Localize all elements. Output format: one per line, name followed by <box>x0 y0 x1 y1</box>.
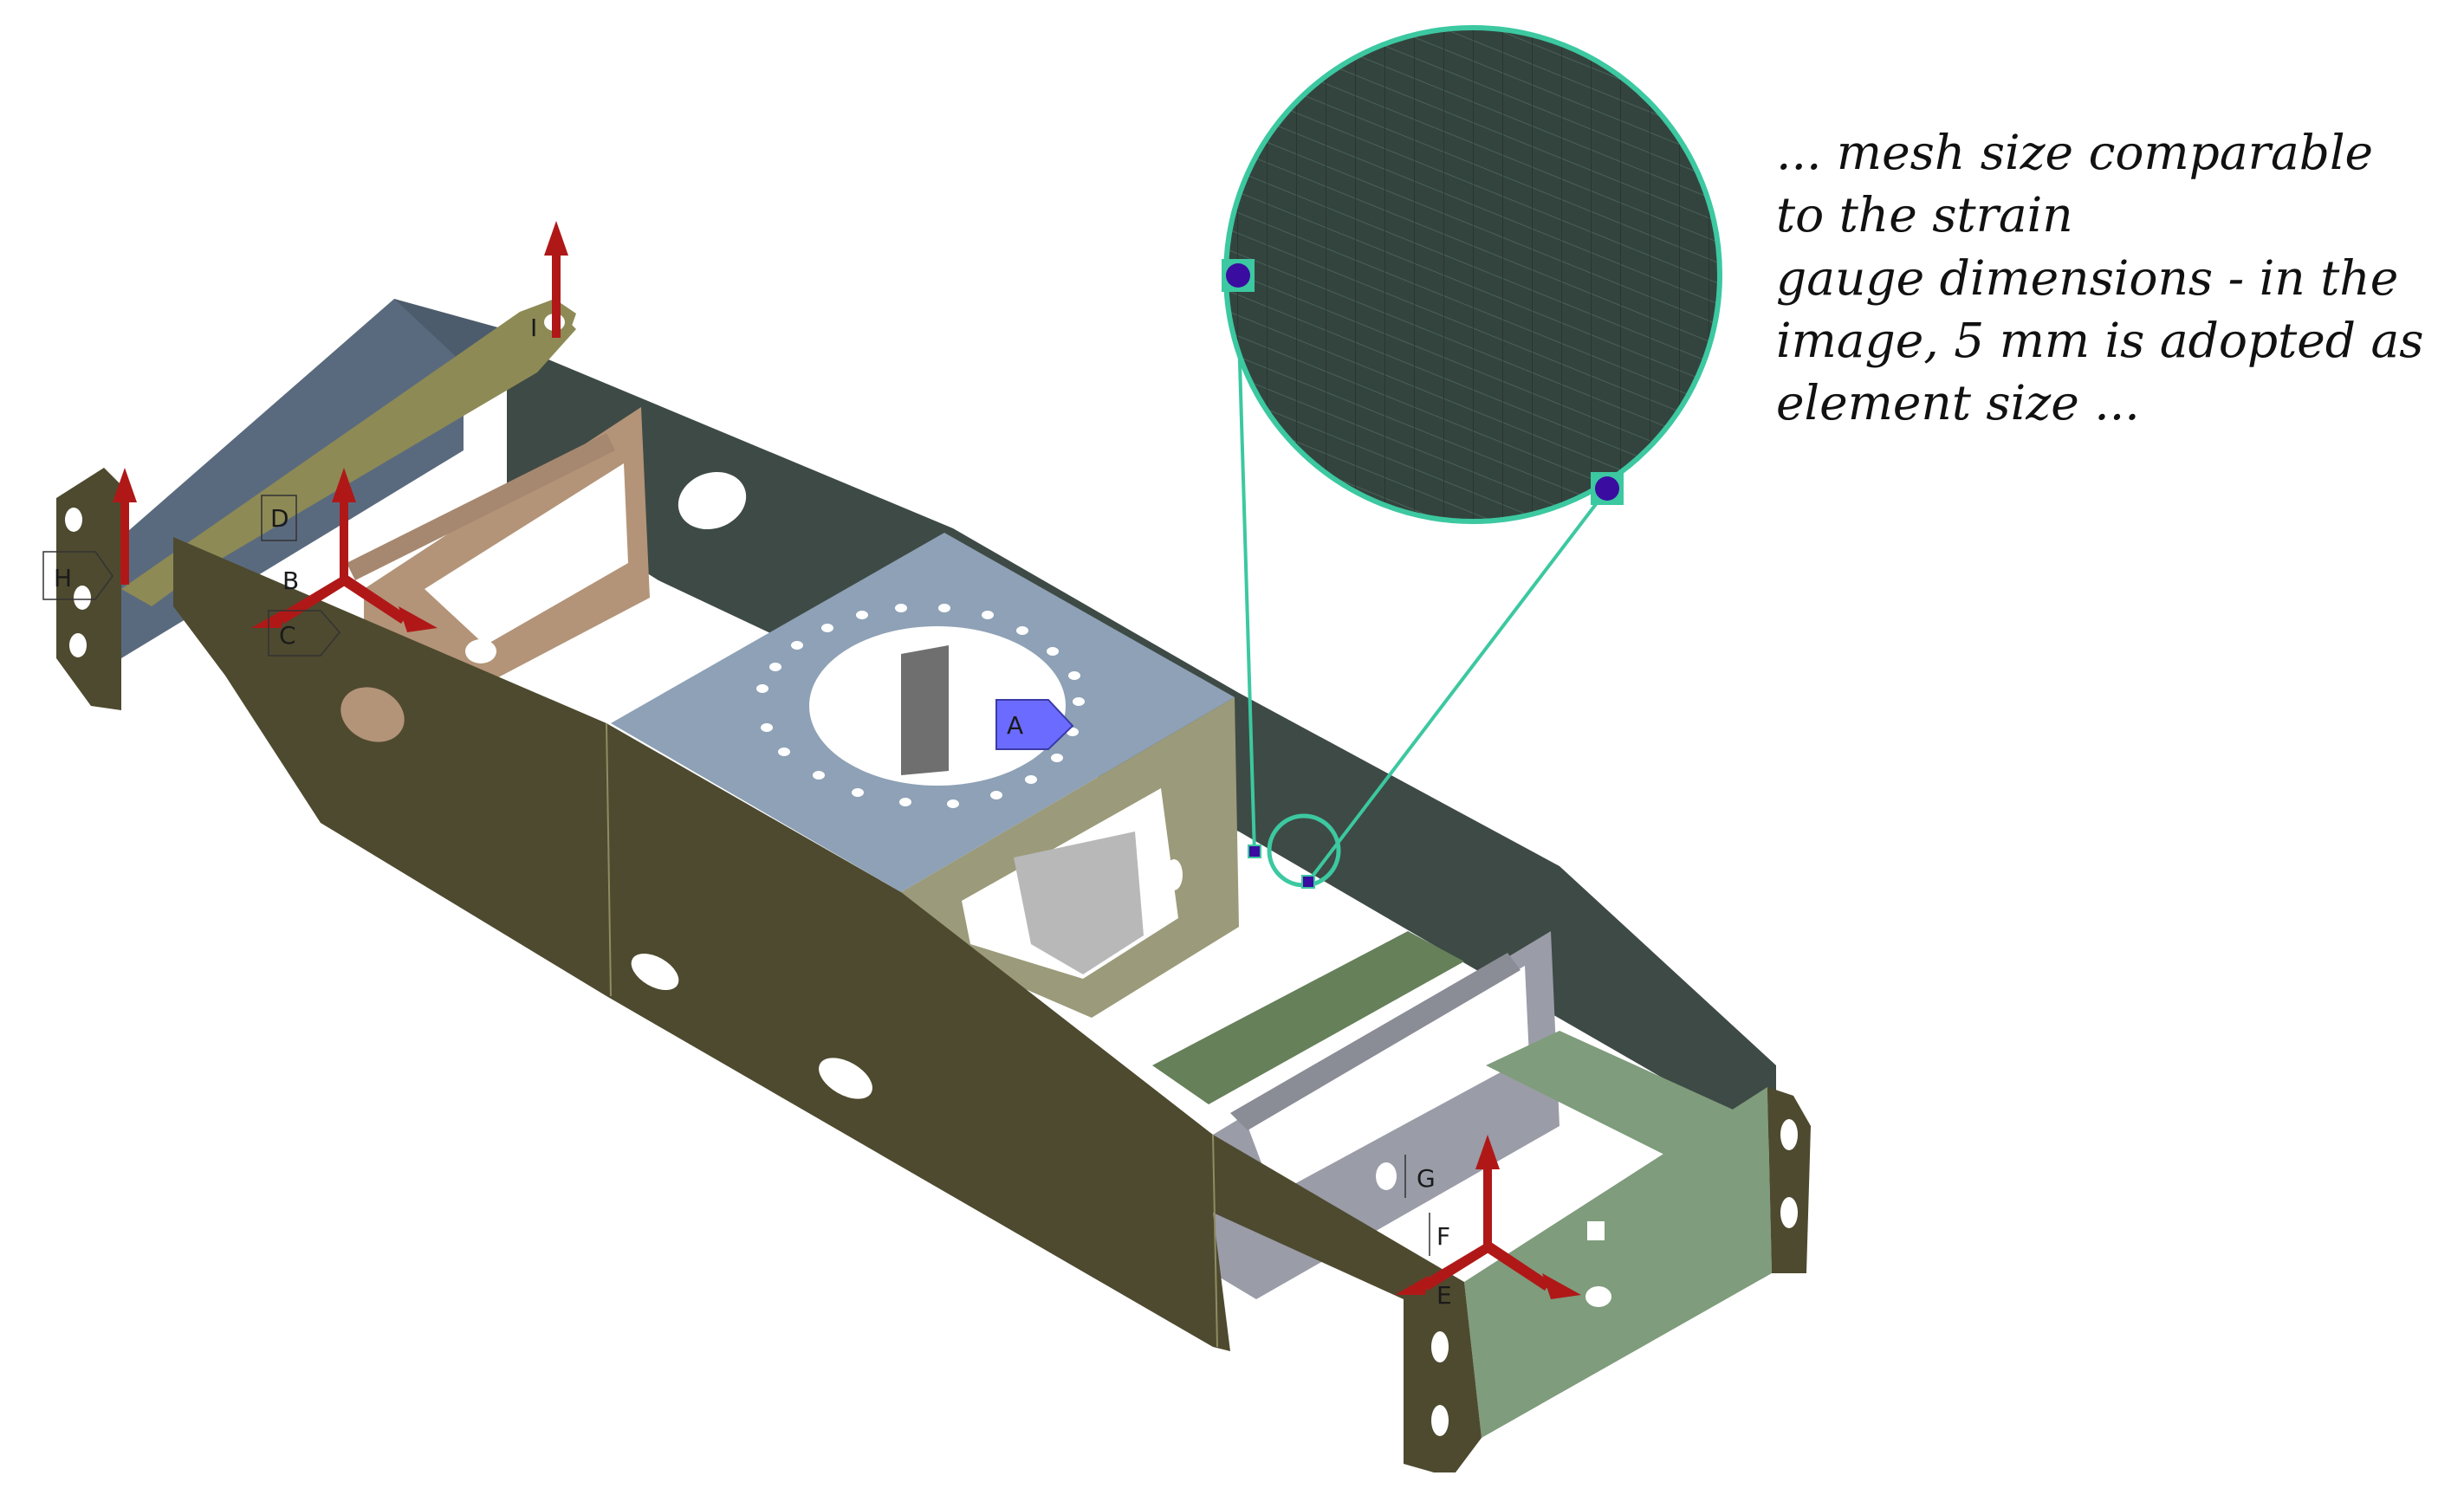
annotation-line-2: to the strain <box>1776 187 2073 243</box>
triad-arrows-icon <box>1395 1135 1581 1299</box>
tan-panel-hole <box>465 639 496 663</box>
rail-seam-2 <box>1212 1134 1218 1348</box>
annotation-line-4: image, 5 mm is adopted as <box>1776 313 2424 368</box>
rail-hole-4 <box>1431 1331 1449 1362</box>
green-strip <box>1152 931 1464 1104</box>
rail-hole-3 <box>819 1058 872 1099</box>
annotation-line-3: gauge dimensions - in the <box>1776 250 2398 306</box>
label-G: G <box>1417 1164 1436 1193</box>
mesh-zoom-view <box>1226 28 1720 521</box>
label-I: I <box>530 314 537 342</box>
label-B: B <box>282 566 299 595</box>
rail-hole-2 <box>631 953 679 991</box>
label-F: F <box>1436 1222 1450 1251</box>
force-arrow-icon <box>544 221 568 338</box>
gauge-marker-2 <box>1301 875 1315 889</box>
force-arrow-icon <box>113 468 137 585</box>
sage-end-box <box>1464 1087 1772 1438</box>
opening-post <box>901 645 949 775</box>
bracket-hole-1 <box>65 508 82 532</box>
front-side-rail <box>173 537 1482 1472</box>
callout-leader-2 <box>1307 488 1609 883</box>
annotation-line-5: element size ... <box>1776 375 2140 430</box>
tag-F: F <box>1429 1213 1450 1256</box>
grey-panel-cut <box>1248 966 1529 1195</box>
sage-strip <box>1486 1031 1750 1161</box>
grey-strut <box>1230 953 1521 1130</box>
grey-hole <box>1376 1162 1397 1190</box>
zoom-callout <box>1222 25 1722 889</box>
back-web-hole <box>678 471 747 530</box>
label-C: C <box>279 621 296 650</box>
rail-seam-1 <box>606 722 612 997</box>
sage-box-hole <box>1585 1286 1611 1307</box>
rail-hole-5 <box>1431 1405 1449 1436</box>
tag-G: G <box>1404 1155 1436 1198</box>
annotation-line-1: ... mesh size comparable <box>1776 125 2373 180</box>
label-H: H <box>54 564 72 592</box>
front-bracket-hole-1 <box>1780 1119 1798 1150</box>
top-bar <box>121 307 576 606</box>
tan-strut <box>347 433 615 580</box>
bracket-hole-2 <box>74 586 91 610</box>
sage-box-slot <box>1587 1221 1605 1240</box>
label-A: A <box>1007 711 1023 740</box>
label-D: D <box>270 504 289 533</box>
rail-hole-1 <box>340 687 405 742</box>
triad-arrows-icon <box>251 468 438 632</box>
tag-A: A <box>995 699 1074 750</box>
callout-leader-1 <box>1235 276 1256 854</box>
tan-panel-cut <box>425 463 628 645</box>
khaki-gray-inner <box>1014 832 1144 974</box>
label-E: E <box>1436 1281 1452 1310</box>
zoom-marker-dot-2 <box>1595 476 1619 501</box>
front-bracket <box>1767 1087 1811 1273</box>
tag-H: H <box>42 551 113 600</box>
bolt-ring <box>756 604 1085 808</box>
tag-D: D <box>261 495 297 541</box>
front-bracket-hole-2 <box>1780 1197 1798 1228</box>
bracket-hole-3 <box>69 633 87 657</box>
gauge-marker-1 <box>1248 845 1261 858</box>
khaki-hole <box>1165 859 1183 890</box>
tag-C: C <box>268 610 340 657</box>
annotation-text: ... mesh size comparable to the strain g… <box>1776 125 2424 430</box>
zoom-marker-dot-1 <box>1226 263 1250 288</box>
